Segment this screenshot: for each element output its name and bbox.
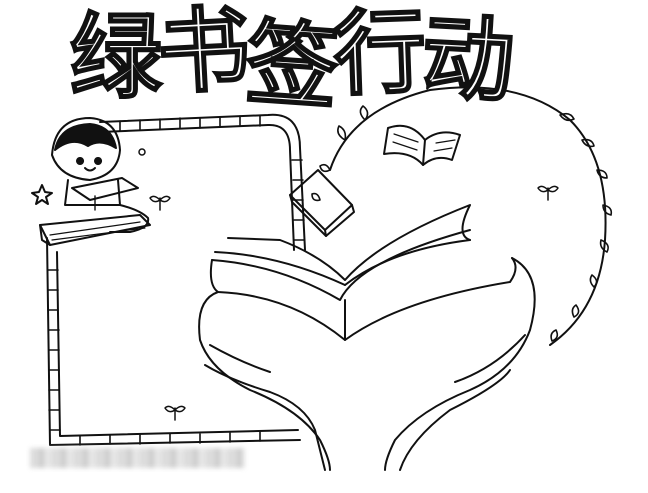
blurred-watermark bbox=[30, 448, 245, 468]
small-open-book bbox=[383, 124, 461, 166]
blank-panel-frame bbox=[46, 113, 306, 446]
big-open-book bbox=[209, 204, 517, 341]
star-icon bbox=[31, 184, 53, 205]
hands bbox=[198, 257, 536, 471]
leafy-circle bbox=[311, 86, 613, 346]
dot-decoration bbox=[138, 148, 146, 156]
boy-illustration bbox=[39, 117, 151, 246]
sprout-icon bbox=[149, 185, 559, 421]
flying-book bbox=[289, 169, 355, 237]
